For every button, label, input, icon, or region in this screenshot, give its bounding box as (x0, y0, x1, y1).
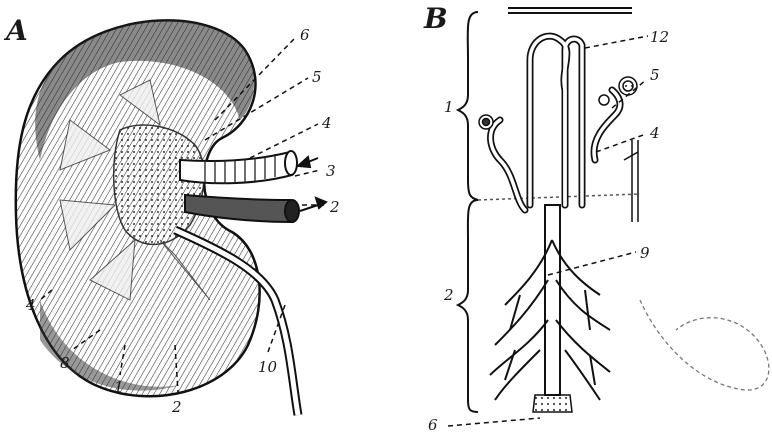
callout-b-5: 5 (650, 66, 660, 84)
callout-a-2b: 2 (171, 398, 182, 416)
callout-a-6: 6 (300, 26, 310, 44)
callout-b-6: 6 (428, 416, 438, 434)
brace-cortex (458, 12, 478, 200)
panel-a-letter: A (3, 14, 28, 47)
cortex-medulla-boundary (478, 194, 640, 200)
brace-medulla (458, 200, 478, 412)
callout-a-5: 5 (312, 68, 322, 86)
panel-a-kidney: A (3, 14, 340, 416)
callout-a-1: 1 (114, 378, 124, 396)
callout-a-8: 8 (60, 354, 70, 372)
callout-a-4: 4 (321, 114, 332, 132)
renal-capsule-line (508, 8, 632, 13)
callout-b-9: 9 (640, 244, 650, 262)
flow-arrows (298, 157, 326, 211)
callout-a-2: 2 (329, 198, 340, 216)
callout-b-12: 12 (650, 28, 669, 46)
brace-label-1: 1 (444, 98, 454, 116)
panel-b-letter: B (423, 2, 448, 35)
callout-b-4: 4 (649, 124, 660, 142)
callout-a-4b: 4 (25, 296, 36, 314)
side-vessel (624, 140, 638, 222)
collecting-duct (533, 205, 572, 412)
brace-label-2: 2 (443, 286, 454, 304)
nephron-tubules (491, 36, 620, 210)
panel-b-nephron: B 1 2 (423, 2, 769, 434)
curved-outline (640, 300, 769, 390)
callout-a-3: 3 (326, 162, 336, 180)
callout-a-10: 10 (258, 358, 278, 376)
